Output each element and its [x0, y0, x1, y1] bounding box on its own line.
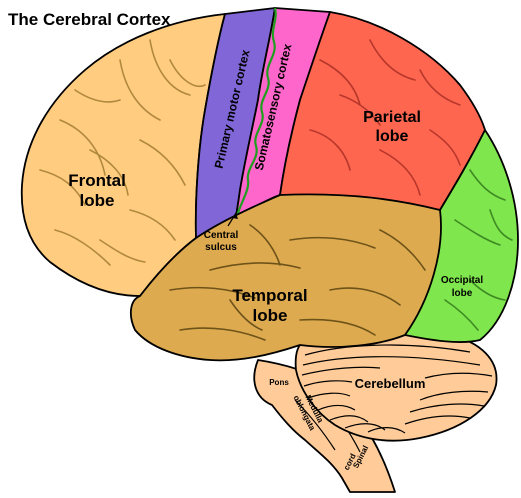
cerebellum-label: Cerebellum	[355, 376, 426, 391]
frontal-lobe-label-line2: lobe	[80, 191, 115, 210]
pons-label: Pons	[269, 378, 289, 387]
temporal-lobe-label-line2: lobe	[253, 306, 288, 325]
occipital-lobe-label-line2: lobe	[452, 288, 473, 299]
central-sulcus-label-line1: Central	[204, 230, 239, 241]
central-sulcus-label-line2: sulcus	[205, 242, 237, 253]
frontal-lobe-label-line1: Frontal	[68, 171, 126, 190]
parietal-lobe-label-line2: lobe	[376, 128, 409, 145]
temporal-lobe-label-line1: Temporal	[232, 286, 307, 305]
occipital-lobe-label-line1: Occipital	[441, 275, 483, 286]
diagram-title: The Cerebral Cortex	[8, 10, 171, 29]
parietal-lobe-label-line1: Parietal	[363, 109, 421, 126]
